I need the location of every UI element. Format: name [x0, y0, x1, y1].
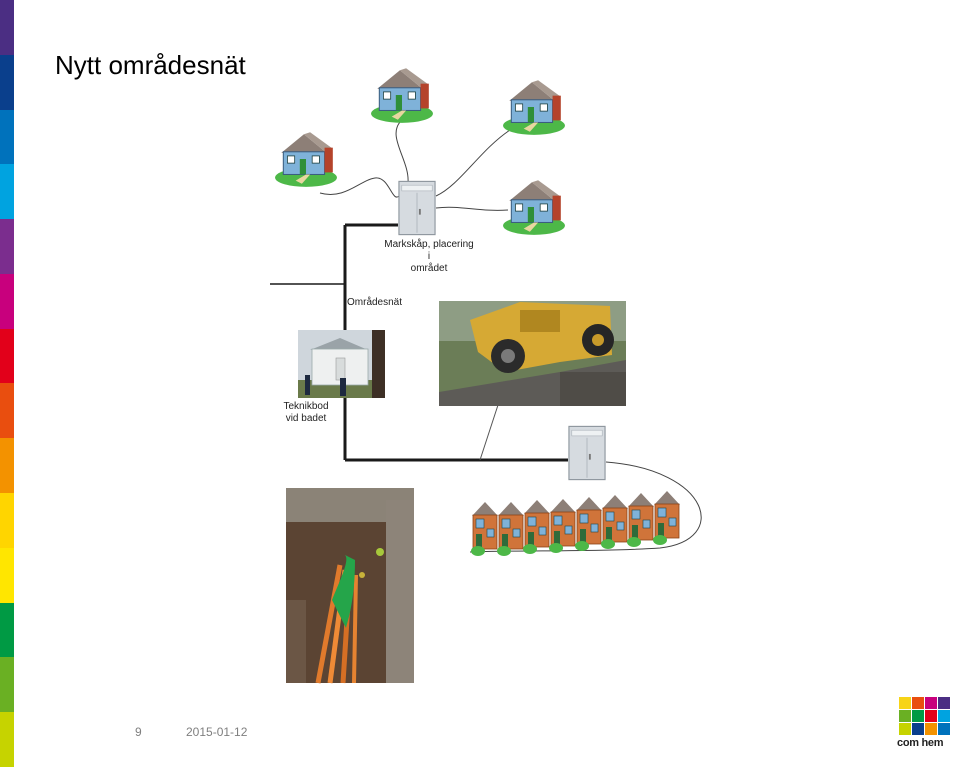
- cabinet-label: Markskåp, placering i området: [384, 239, 474, 275]
- logo-tiles: [899, 697, 953, 735]
- drop-cable-left-house: [319, 177, 401, 198]
- house-icon: [370, 67, 434, 124]
- house-icon: [502, 179, 566, 236]
- technical-shed-photo: [298, 330, 385, 398]
- house-icon: [502, 79, 566, 136]
- drop-cable-right-house: [435, 206, 509, 211]
- cabinet-label-line2: området: [410, 263, 448, 274]
- row-house-group: [470, 490, 681, 557]
- shed-label-line2: vid badet: [285, 413, 327, 424]
- logo-text: com hem: [897, 737, 944, 749]
- house-icon: [274, 131, 338, 188]
- cabinet-icon: [398, 180, 436, 236]
- row-house-icon: [470, 501, 499, 557]
- shed-label-line1: Teknikbod: [283, 401, 329, 412]
- row-house-icon: [496, 501, 525, 557]
- drop-cable-top-house: [395, 119, 409, 184]
- photo-pointer-line: [479, 404, 499, 461]
- slide-title: Nytt områdesnät: [55, 50, 246, 80]
- row-house-icon: [652, 490, 681, 546]
- trench-photo: [286, 488, 414, 684]
- row-house-icon: [574, 496, 603, 552]
- row-house-icon: [626, 492, 655, 548]
- network-label: Områdesnät: [347, 297, 403, 308]
- cabinet-label-line1: Markskåp, placering i: [384, 239, 474, 262]
- excavator-photo: [439, 301, 626, 406]
- cabinet-icon: [568, 425, 606, 481]
- page-number: 9: [135, 725, 142, 739]
- row-house-icon: [548, 498, 577, 554]
- drop-cable-upper-right-house: [435, 129, 511, 197]
- comhem-logo: com hem: [897, 697, 953, 749]
- row-house-icon: [522, 499, 551, 555]
- slide-date: 2015-01-12: [186, 725, 248, 739]
- shed-label: Teknikbod vid badet: [283, 401, 329, 425]
- brand-color-bar: [0, 0, 14, 767]
- row-house-icon: [600, 494, 629, 550]
